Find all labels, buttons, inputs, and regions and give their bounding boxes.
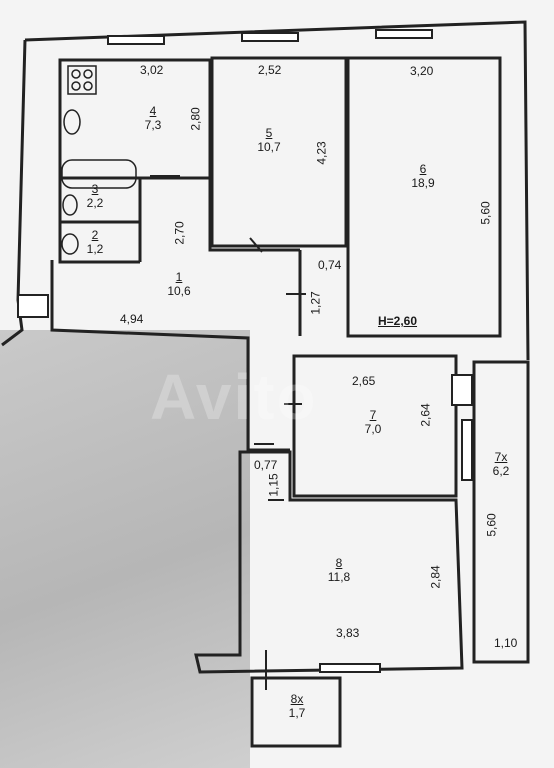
wall-room-5 bbox=[210, 56, 348, 248]
washbasin-icon bbox=[62, 194, 78, 216]
dim-560a: 5,60 bbox=[478, 201, 493, 225]
window-2 bbox=[241, 32, 299, 42]
outer-wall-top bbox=[24, 20, 530, 361]
wall-room-7x bbox=[472, 360, 530, 664]
dim-265: 2,65 bbox=[352, 374, 376, 388]
dim-270: 2,70 bbox=[172, 221, 187, 245]
dim-320: 3,20 bbox=[410, 64, 434, 78]
dim-280: 2,80 bbox=[188, 107, 203, 131]
wall-room-1-top bbox=[208, 178, 300, 252]
window-3 bbox=[375, 29, 433, 39]
dim-074: 0,74 bbox=[318, 258, 342, 272]
dim-423: 4,23 bbox=[314, 141, 329, 165]
toilet-icon bbox=[61, 233, 79, 255]
window-1 bbox=[107, 35, 165, 45]
wall-room-4 bbox=[58, 58, 212, 180]
wall-room-1 bbox=[50, 260, 290, 452]
dim-302: 3,02 bbox=[140, 63, 164, 77]
sink-icon bbox=[63, 109, 81, 135]
ceiling-height: H=2,60 bbox=[378, 314, 418, 328]
dim-560b: 5,60 bbox=[484, 513, 499, 537]
dim-494: 4,94 bbox=[120, 312, 144, 326]
stove-icon bbox=[67, 65, 97, 95]
dim-115: 1,15 bbox=[266, 473, 281, 497]
dim-110: 1,10 bbox=[494, 636, 518, 650]
dim-077: 0,77 bbox=[254, 458, 278, 472]
dim-264: 2,64 bbox=[418, 403, 433, 427]
wall-room-8x bbox=[250, 676, 342, 748]
window-6 bbox=[17, 294, 49, 318]
dim-252: 2,52 bbox=[258, 63, 282, 77]
wall-toilet bbox=[58, 178, 140, 264]
wall-room-8 bbox=[194, 450, 464, 674]
window-5 bbox=[319, 663, 381, 673]
background-shadow bbox=[0, 330, 250, 768]
bathtub-icon bbox=[61, 159, 137, 189]
dim-383: 3,83 bbox=[336, 626, 360, 640]
dim-284: 2,84 bbox=[428, 565, 443, 589]
door-balcony bbox=[451, 374, 473, 406]
window-4 bbox=[461, 419, 473, 481]
dim-127: 1,27 bbox=[308, 291, 323, 315]
watermark: Avito bbox=[150, 361, 318, 433]
wall-room-7 bbox=[292, 354, 458, 498]
wall-room-6 bbox=[346, 56, 502, 338]
